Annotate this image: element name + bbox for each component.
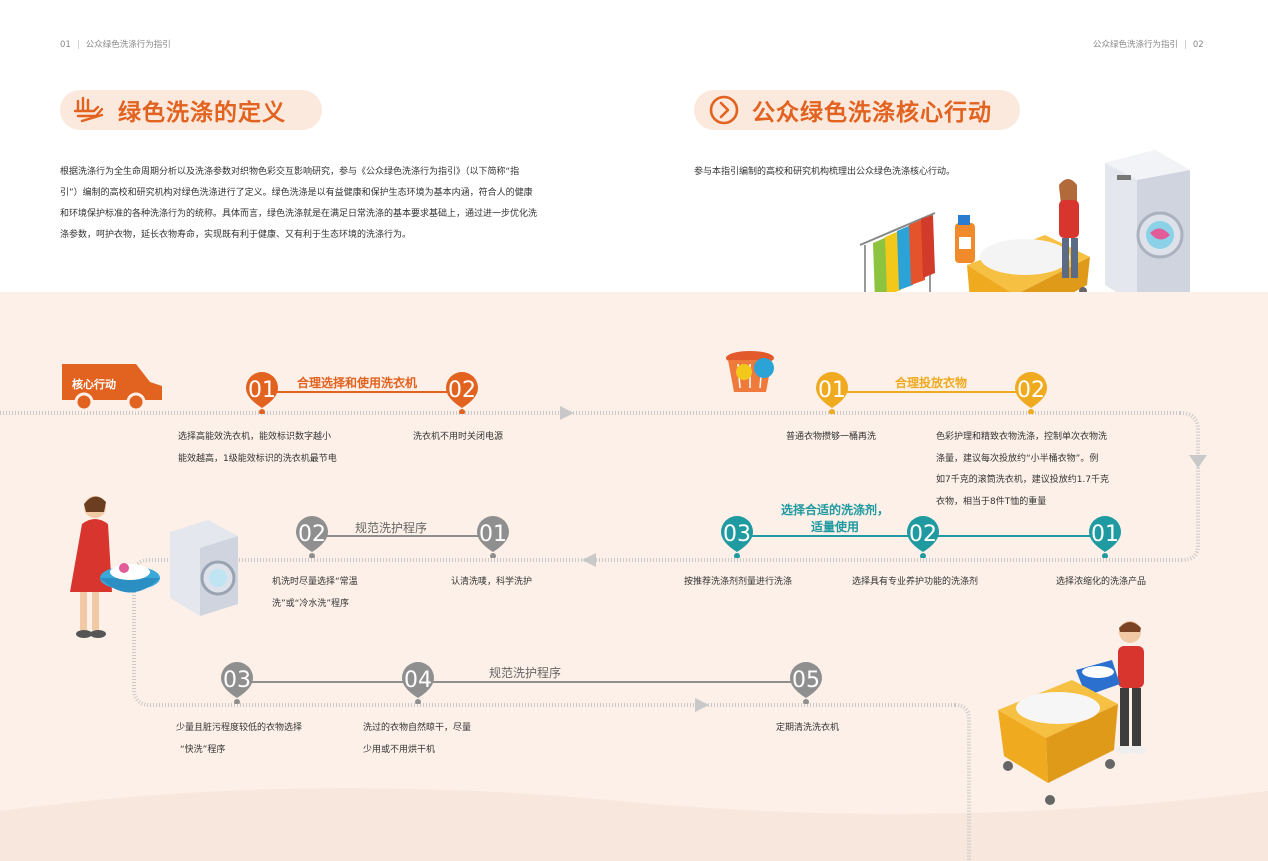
step-text: 选择具有专业养护功能的洗涤剂	[852, 577, 979, 587]
text-line: 机洗时尽量选择“常温	[272, 577, 358, 587]
group-label-program-a: 规范洗护程序	[355, 521, 428, 535]
step-number: 03	[223, 668, 251, 693]
step-number: 05	[792, 668, 820, 693]
step-text: 机洗时尽量选择“常温 洗”或“冷水洗”程序	[272, 572, 358, 615]
step-text: 选择高能效洗衣机，能效标识数字越小 能效越高，1级能效标识的洗衣机最节电	[178, 427, 337, 470]
text-line: 如7千克的滚筒洗衣机，建议投放约1.7千克	[936, 475, 1110, 485]
text-line: 色彩护理和精致衣物洗涤，控制单次衣物洗	[936, 432, 1108, 442]
label-line: 选择合适的洗涤剂，	[780, 503, 889, 517]
text-line: 少用或不用烘干机	[363, 744, 436, 755]
label-line: 适量使用	[810, 520, 859, 534]
definition-line: 根据洗涤行为全生命周期分析以及洗涤参数对织物色彩交互影响研究，参与《公众绿色洗涤…	[60, 167, 520, 177]
chevron-circle-icon	[709, 95, 739, 125]
step-number: 01	[1091, 522, 1119, 547]
text-line: “快洗”程序	[180, 744, 226, 755]
group-label-detergent: 选择合适的洗涤剂， 适量使用	[776, 502, 894, 536]
laundry-basket-icon	[726, 351, 774, 392]
definition-body: 根据洗涤行为全生命周期分析以及洗涤参数对织物色彩交互影响研究，参与《公众绿色洗涤…	[60, 162, 580, 246]
woman-washing-illustration	[70, 496, 238, 638]
step-number: 04	[404, 668, 432, 693]
text-line: 洗衣机不用时关闭电源	[413, 432, 504, 442]
group-label-program-b: 规范洗护程序	[489, 666, 562, 680]
step-number: 02	[909, 522, 937, 547]
definition-line: 和环境保护标准的各种洗涤行为的统称。具体而言，绿色洗涤就是在满足日常洗涤的基本要…	[60, 209, 538, 219]
step-number: 02	[1017, 378, 1045, 403]
text-line: 普通衣物攒够一桶再洗	[786, 432, 877, 442]
core-actions-label: 核心行动	[72, 378, 116, 391]
step-text: 色彩护理和精致衣物洗涤，控制单次衣物洗 涤量，建议每次投放约“小半桶衣物”。例 …	[936, 427, 1109, 513]
page-number-left: 01	[60, 40, 71, 50]
text-line: 能效越高，1级能效标识的洗衣机最节电	[178, 453, 337, 464]
definition-title: 绿色洗涤的定义	[118, 100, 286, 126]
man-cart-illustration	[998, 621, 1146, 805]
wash-hand-icon	[73, 96, 104, 123]
header-title-left: 公众绿色洗涤行为指引	[85, 40, 171, 50]
header-title-right: 公众绿色洗涤行为指引	[1093, 40, 1179, 50]
section-title-core-actions: 公众绿色洗涤核心行动	[694, 90, 1020, 130]
step-pin: 02	[1014, 372, 1048, 418]
text-line: 洗”或“冷水洗”程序	[272, 598, 349, 609]
step-text: 按推荐洗涤剂剂量进行洗涤	[684, 577, 793, 587]
step-pin: 01	[1088, 516, 1122, 562]
step-text: 认清洗唛，科学洗护	[451, 577, 533, 587]
step-pin: 01	[476, 516, 510, 562]
step-number: 01	[479, 522, 507, 547]
definition-line: 引”）编制的高校和研究机构对绿色洗涤进行了定义。绿色洗涤是以有益健康和保护生态环…	[60, 188, 533, 198]
step-number: 01	[818, 378, 846, 403]
step-pin: 02	[295, 516, 329, 562]
step-pin: 04	[401, 662, 435, 708]
step-pin: 02	[445, 372, 479, 418]
step-text: 少量且脏污程度较低的衣物选择 “快洗”程序	[176, 718, 302, 761]
core-actions-title: 公众绿色洗涤核心行动	[752, 100, 992, 126]
text-line: 洗过的衣物自然晾干，尽量	[363, 723, 472, 733]
text-line: 选择高能效洗衣机，能效标识数字越小	[178, 432, 332, 442]
page-number-right: 02	[1192, 40, 1204, 50]
step-text: 洗过的衣物自然晾干，尽量 少用或不用烘干机	[363, 718, 471, 761]
step-pin: 03	[720, 516, 754, 562]
text-line: 涤量，建议每次投放约“小半桶衣物”。例	[936, 453, 1099, 464]
step-text: 普通衣物攒够一桶再洗	[786, 427, 876, 449]
group-label-machine: 合理选择和使用洗衣机	[297, 376, 418, 390]
step-pin: 01	[245, 372, 279, 418]
text-line: 少量且脏污程度较低的衣物选择	[176, 723, 303, 733]
step-number: 02	[298, 522, 326, 547]
step-number: 03	[723, 522, 751, 547]
header-left: 01|公众绿色洗涤行为指引	[60, 40, 171, 50]
header-right: 公众绿色洗涤行为指引|02	[1093, 40, 1204, 50]
step-pin: 03	[220, 662, 254, 708]
section-title-definition: 绿色洗涤的定义	[60, 90, 322, 130]
wave-decoration	[0, 788, 1268, 861]
step-text: 洗衣机不用时关闭电源	[413, 427, 503, 449]
core-actions-body: 参与本指引编制的高校和研究机构梳理出公众绿色洗涤核心行动。	[694, 167, 956, 177]
text-line: 衣物，相当于8件T恤的重量	[936, 496, 1047, 507]
step-pin: 01	[815, 372, 849, 418]
truck-icon	[62, 364, 162, 412]
step-text: 选择浓缩化的洗涤产品	[1056, 577, 1147, 587]
step-pin: 05	[789, 662, 823, 708]
step-number: 02	[448, 378, 476, 403]
group-label-load: 合理投放衣物	[895, 376, 968, 390]
definition-line: 涤参数，呵护衣物，延长衣物寿命，实现既有利于健康、又有利于生态环境的洗涤行为。	[60, 230, 412, 240]
step-text: 定期清洗洗衣机	[776, 723, 840, 733]
step-pin: 02	[906, 516, 940, 562]
step-number: 01	[248, 378, 276, 403]
